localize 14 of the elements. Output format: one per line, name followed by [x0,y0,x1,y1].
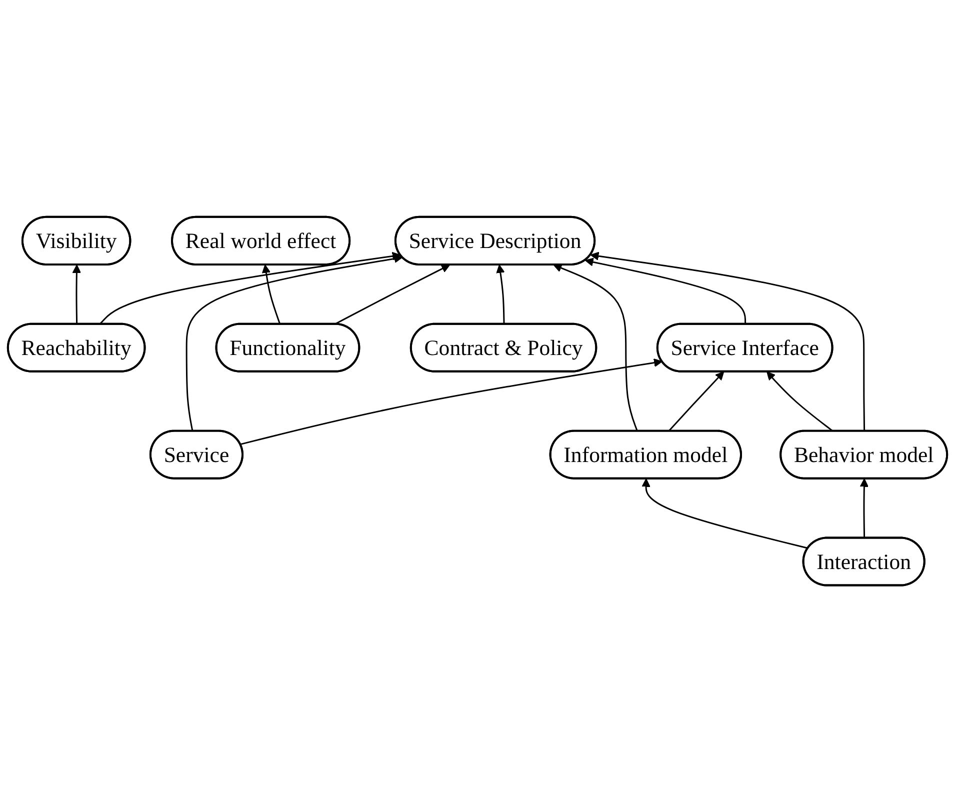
arrow [860,478,869,538]
arrow [584,258,746,324]
arrow [186,254,403,432]
arrow [553,264,638,432]
arrow [766,371,834,432]
arrow [590,252,866,432]
arrow [642,478,808,549]
arrow [99,252,401,325]
arrow [262,264,281,324]
arrow [240,358,662,445]
arrow [668,371,724,432]
arrow [72,264,82,324]
arrow [334,264,450,325]
arrow [496,264,505,324]
